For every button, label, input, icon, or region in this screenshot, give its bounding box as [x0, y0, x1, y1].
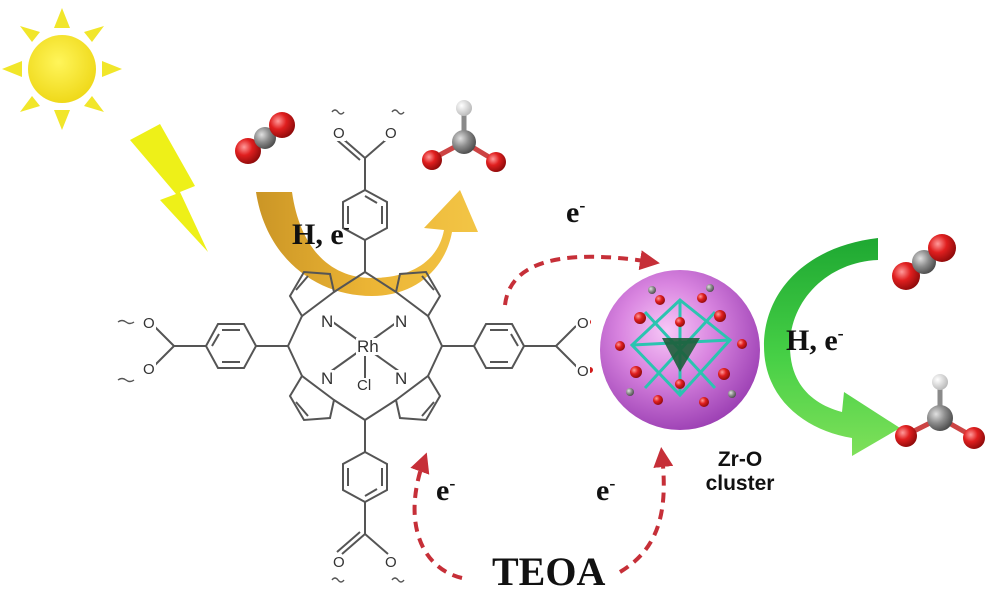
zr-o-cluster-caption: Zr-O cluster	[705, 448, 775, 496]
oxygen-label: O	[142, 315, 156, 332]
electron-label-bottom-left: e-	[436, 473, 456, 507]
cluster-reduction-arrow	[764, 238, 900, 456]
rhodium-label: Rh	[356, 337, 380, 356]
zr-o-cluster-icon	[600, 270, 760, 430]
oxygen-label: O	[576, 363, 590, 380]
lightning-icon	[130, 124, 208, 252]
photoreduction-arrow	[256, 190, 478, 296]
oxygen-label: O	[142, 361, 156, 378]
sun-icon	[2, 8, 122, 130]
oxygen-label: O	[576, 315, 590, 332]
nitrogen-label: N	[394, 312, 409, 331]
porphyrin-structure	[117, 109, 581, 583]
co2-molecule-icon	[892, 234, 956, 290]
formate-molecule-icon	[422, 100, 506, 172]
h-electron-label-left: H, e-	[292, 217, 350, 251]
oxygen-label: O	[384, 125, 398, 142]
electron-label-bottom-right: e-	[596, 473, 616, 507]
electron-label-top: e-	[566, 195, 586, 229]
nitrogen-label: N	[320, 369, 335, 388]
oxygen-label: O	[332, 125, 346, 142]
nitrogen-label: N	[394, 369, 409, 388]
electron-transfer-paths	[410, 250, 674, 580]
formate-molecule-icon	[895, 374, 985, 449]
teoa-label: TEOA	[492, 549, 606, 594]
h-electron-label-right: H, e-	[786, 323, 844, 357]
co2-molecule-icon	[235, 112, 295, 164]
chlorine-label: Cl	[356, 377, 373, 394]
oxygen-label: O	[384, 554, 398, 571]
oxygen-label: O	[332, 554, 346, 571]
nitrogen-label: N	[320, 312, 335, 331]
